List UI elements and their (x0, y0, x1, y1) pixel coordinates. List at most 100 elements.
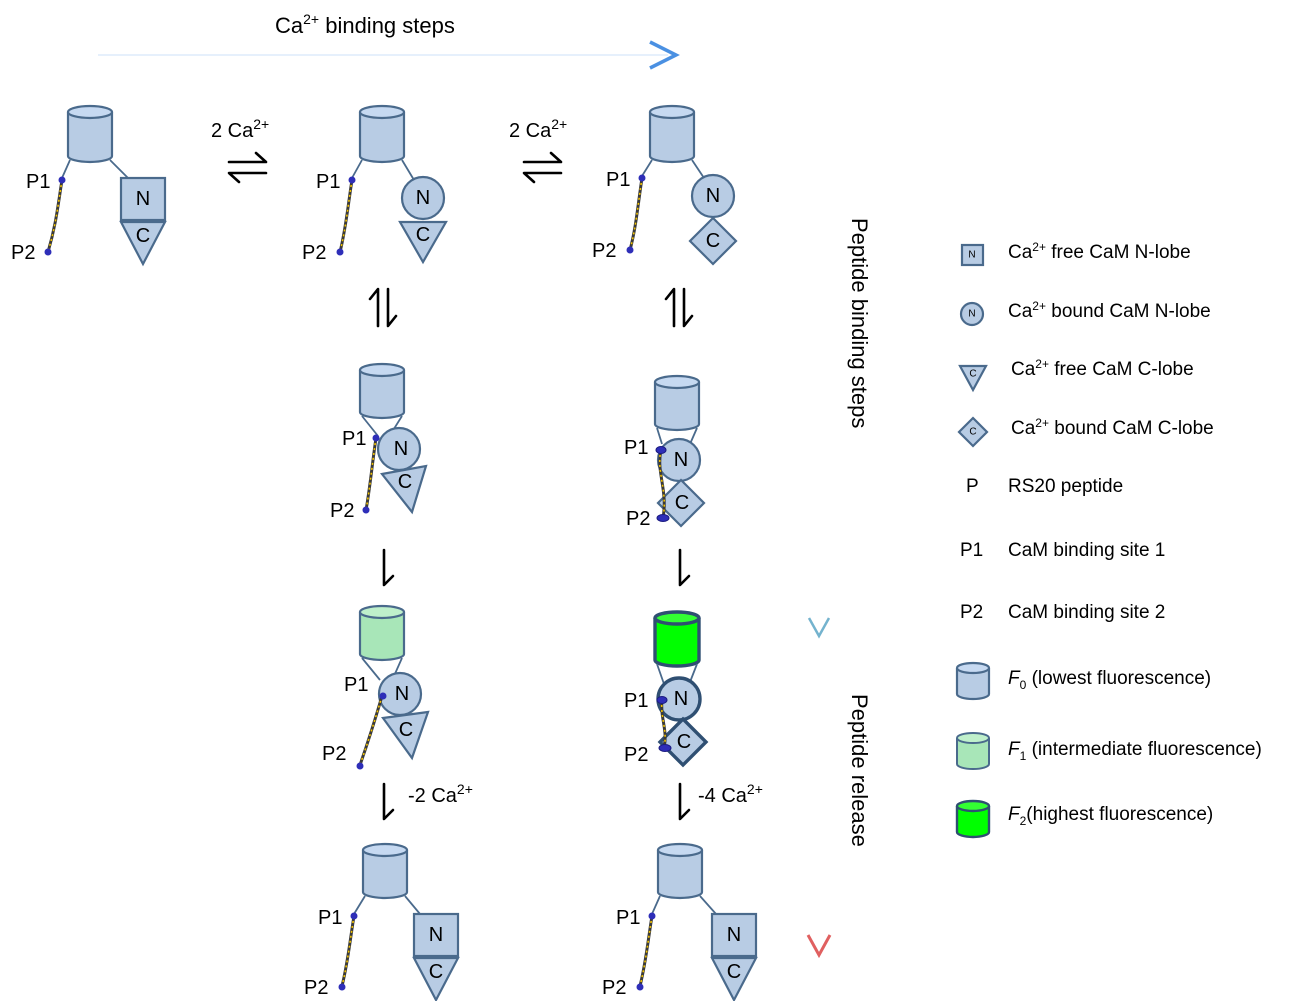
c-label: C (675, 492, 689, 514)
n-lobe-bound (400, 175, 446, 221)
legend-c-free-icon-label: C (969, 369, 976, 380)
legend-site-1: P1 CaM binding site 1 (960, 540, 1165, 561)
legend: N Ca2+ free CaM N-lobe N Ca2+ bound CaM … (955, 240, 1262, 839)
p1-label: P1 (624, 437, 648, 459)
c-lobe-free (119, 220, 167, 267)
legend-f1: F1 (intermediate fluorescence) (956, 732, 1262, 770)
c-lobe-free (710, 956, 758, 1001)
down-arrow-4 (678, 782, 691, 821)
p2-label: P2 (11, 242, 35, 264)
legend-n-bound: N Ca2+ bound CaM N-lobe (959, 299, 1211, 327)
p2-label: P2 (626, 508, 650, 530)
n-label: N (429, 924, 443, 946)
c-lobe-bound (688, 216, 738, 266)
ca-step-1-label: 2 Ca2+ (211, 116, 269, 142)
f0-cylinder (66, 104, 114, 164)
c-lobe-bound (656, 478, 706, 528)
equilibrium-arrow-3 (368, 287, 398, 328)
p1-label: P1 (616, 907, 640, 929)
p2-label: P2 (322, 743, 346, 765)
c-lobe-bound (657, 716, 709, 768)
f0-cylinder (358, 104, 406, 164)
p1-label: P1 (316, 171, 340, 193)
c-label: C (727, 961, 741, 983)
peptide-release-label: Peptide release (847, 694, 872, 847)
p1-label: P1 (318, 907, 342, 929)
f1-cylinder (358, 604, 406, 662)
n-label: N (394, 438, 408, 460)
p2-label: P2 (624, 744, 648, 766)
c-label: C (398, 471, 412, 493)
n-lobe-free (119, 176, 167, 222)
c-lobe-free (380, 464, 428, 515)
p1-label: P1 (624, 690, 648, 712)
f0-cylinder (653, 374, 701, 432)
p2-label: P2 (592, 240, 616, 262)
svg-text:CaM binding site 1: CaM binding site 1 (1008, 540, 1165, 561)
n-label: N (136, 188, 150, 210)
c-label: C (136, 225, 150, 247)
n-label: N (416, 187, 430, 209)
f0-cylinder (656, 842, 704, 900)
svg-text:P1: P1 (960, 540, 983, 561)
legend-n-free: N Ca2+ free CaM N-lobe (960, 240, 1191, 267)
f0-cylinder (358, 362, 406, 420)
svg-text:P2: P2 (960, 602, 983, 623)
equilibrium-arrow-4 (664, 287, 694, 328)
structure-released-1: N C P1 P2 (304, 842, 460, 1001)
legend-n-free-icon-label: N (968, 250, 975, 261)
p2-label: P2 (304, 977, 328, 999)
n-label: N (674, 688, 688, 710)
legend-c-bound: C Ca2+ bound CaM C-lobe (957, 416, 1214, 448)
c-label: C (399, 719, 413, 741)
release-1-label: -2 Ca2+ (408, 781, 473, 807)
legend-c-bound-icon-label: C (969, 427, 976, 438)
c-lobe-free (398, 220, 448, 265)
c-label: C (429, 961, 443, 983)
n-label: N (727, 924, 741, 946)
f2-cylinder (653, 610, 701, 668)
down-arrow-2 (678, 548, 691, 587)
legend-peptide: P RS20 peptide (966, 476, 1123, 497)
n-lobe-free (412, 912, 460, 958)
p2-label: P2 (602, 977, 626, 999)
c-label: C (416, 224, 430, 246)
structure-p1-bound: N C P1 P2 (330, 362, 428, 522)
down-arrow-1 (382, 548, 395, 587)
structure-f1: N C P1 P2 (322, 604, 430, 770)
p1-label: P1 (606, 169, 630, 191)
svg-text:P: P (966, 476, 979, 497)
n-label: N (395, 683, 409, 705)
c-lobe-free (381, 710, 430, 761)
structure-p1-p2-bound: N C P1 P2 (624, 374, 706, 530)
legend-f2: F2(highest fluorescence) (955, 799, 1213, 839)
equilibrium-arrow-1 (227, 151, 268, 184)
legend-n-bound-icon-label: N (968, 309, 975, 320)
n-lobe-free (710, 912, 758, 958)
legend-c-free: C Ca2+ free CaM C-lobe (958, 357, 1194, 393)
peptide-binding-label: Peptide binding steps (847, 218, 872, 428)
structure-f2: N C P1 P2 (624, 610, 709, 768)
c-label: C (706, 230, 720, 252)
svg-text:F0 (lowest fluorescence): F0 (lowest fluorescence) (1008, 668, 1211, 692)
n-label: N (674, 449, 688, 471)
structure-released-2: N C P1 P2 (602, 842, 758, 1001)
svg-text:CaM binding site 2: CaM binding site 2 (1008, 602, 1165, 623)
svg-text:F2(highest fluorescence): F2(highest fluorescence) (1008, 804, 1213, 828)
structure-apo: N C P1 P2 (11, 104, 167, 267)
release-2-label: -4 Ca2+ (698, 781, 763, 807)
svg-text:F1 (intermediate fluorescence): F1 (intermediate fluorescence) (1008, 739, 1262, 763)
peptide-release-arrow (806, 683, 832, 959)
svg-text:Ca2+ bound CaM N-lobe: Ca2+ bound CaM N-lobe (1008, 299, 1211, 322)
ca-binding-arrow (98, 40, 680, 70)
p1-label: P1 (342, 428, 366, 450)
ca-step-2-label: 2 Ca2+ (509, 116, 567, 142)
svg-text:Ca2+ free CaM N-lobe: Ca2+ free CaM N-lobe (1008, 240, 1191, 263)
f0-cylinder (361, 842, 409, 900)
c-lobe-free (412, 956, 460, 1001)
ca-binding-title: Ca2+ binding steps (275, 11, 455, 38)
p2-label: P2 (330, 500, 354, 522)
svg-text:Ca2+ free CaM C-lobe: Ca2+ free CaM C-lobe (1011, 357, 1194, 380)
structure-holo: N C P1 P2 (592, 104, 738, 266)
